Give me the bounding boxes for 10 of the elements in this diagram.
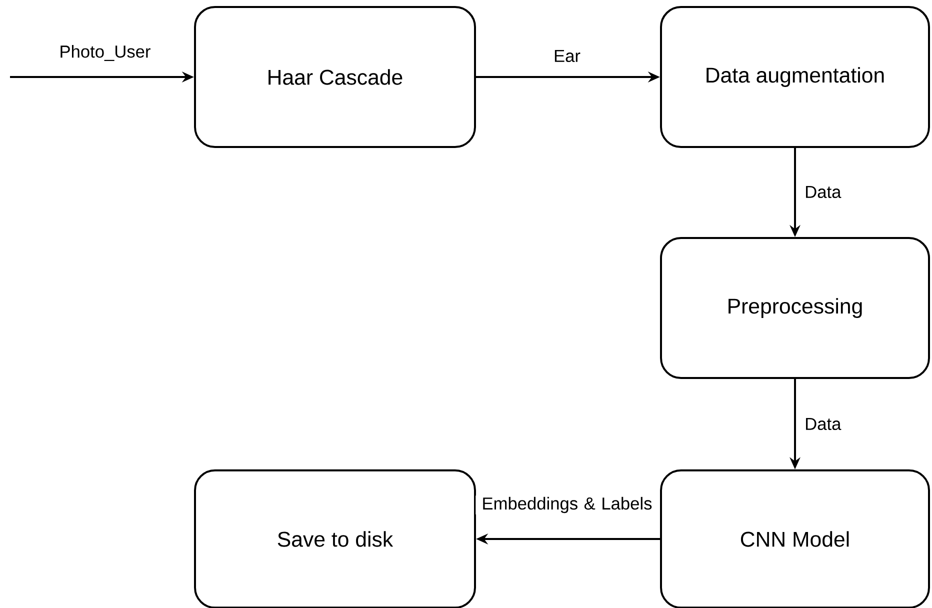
edge-label: Ear [552, 48, 582, 64]
process-box: Preprocessing [660, 237, 930, 379]
edge-label: Embeddings & Labels [476, 496, 658, 514]
process-box: CNN Model [660, 469, 930, 608]
process-box: Haar Cascade [194, 6, 476, 148]
edge-label: Data [803, 184, 843, 200]
process-box: Save to disk [194, 469, 476, 608]
process-box: Data augmentation [660, 6, 930, 148]
edge-label: Photo_User [58, 44, 152, 62]
edge-label: Data [803, 416, 843, 432]
